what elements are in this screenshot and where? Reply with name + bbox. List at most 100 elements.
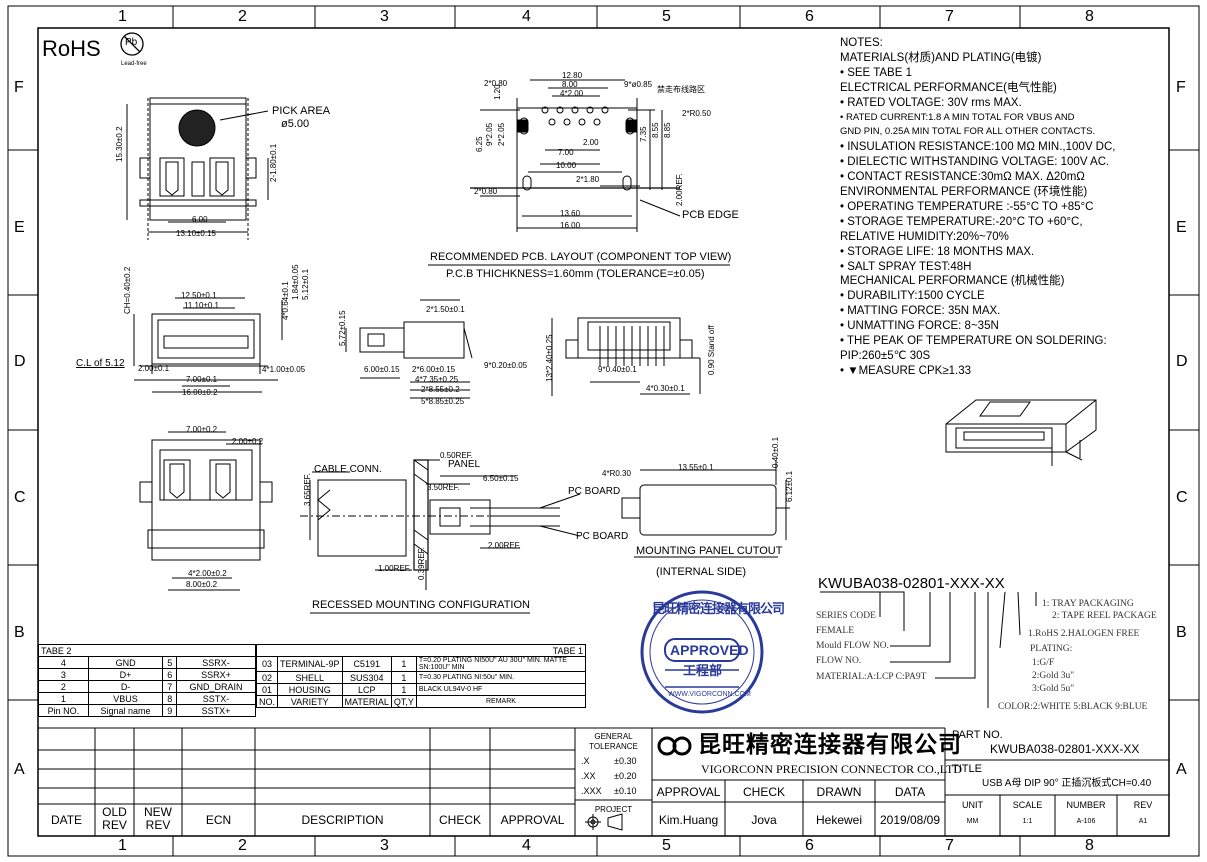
bottom-view: [139, 431, 273, 591]
dimension-f3: CH=0.40±0.2: [123, 266, 132, 314]
dimension-p16: 8.55: [651, 122, 660, 138]
pcb-edge-label: PCB EDGE: [682, 209, 739, 221]
tabe1-cell: TERMINAL-9P: [277, 656, 343, 672]
zone-col-bottom-3: 3: [380, 837, 389, 854]
zone-col-top-6: 6: [805, 8, 814, 25]
tol-label: .X: [581, 756, 590, 766]
panel-label: PANEL: [448, 459, 481, 470]
dimension-p13: 16.00: [560, 221, 581, 230]
rev-approval: APPROVAL: [500, 813, 565, 827]
dimension-b1: 7.00±0.2: [186, 425, 218, 434]
dimension-p5: 2*R0.50: [682, 109, 711, 118]
dimension-s6: 2*8.55±0.2: [421, 385, 460, 394]
dimension-f7: 2.00±0.1: [138, 364, 170, 373]
part-no-label: PART NO.: [952, 729, 1003, 741]
dimension-m4: 3.65REF.: [303, 473, 312, 506]
dimension-d1: 15.30±0.2: [115, 126, 124, 162]
pcb-layout: [428, 79, 730, 266]
note-line: RELATIVE HUMIDITY:20%~70%: [840, 230, 1009, 243]
sign-value: Kim.Huang: [658, 813, 719, 827]
zone-row-left-D: D: [14, 353, 26, 370]
note-line: • SALT SPRAY TEST:48H: [840, 260, 972, 273]
front-view: [133, 297, 283, 393]
tabe1-cell: 1: [390, 656, 417, 672]
zone-col-bottom-5: 5: [662, 837, 671, 854]
tabe1-cell: BLACK UL94V-0 HF: [415, 683, 587, 696]
tb-label: UNIT: [962, 800, 983, 810]
part-code-legend: FLOW NO.: [816, 656, 862, 666]
tabe2-cell: Signal name: [87, 704, 164, 717]
part-code-legend: 1:G/F: [1032, 658, 1055, 668]
dimension-r4: 0.90 Stand off: [707, 325, 716, 375]
tabe2-cell: D+: [87, 668, 164, 681]
tb-label: REV: [1133, 800, 1153, 810]
dimension-f10: 4*1.00±0.05: [262, 365, 306, 374]
tabe1-cell: SUS304: [341, 671, 392, 684]
part-code: KWUBA038-02801-XXX-XX: [818, 575, 1005, 592]
internal-side-label: (INTERNAL SIDE): [656, 566, 747, 578]
note-line: ELECTRICAL PERFORMANCE(电气性能): [840, 81, 1057, 94]
dimension-p19: 2.00REF.: [675, 173, 684, 206]
zone-col-top-2: 2: [238, 8, 247, 25]
dimension-c1: 4*R0.30: [602, 469, 631, 478]
dimension-p4: 9*ø0.85: [624, 80, 653, 89]
part-code-legend: COLOR:2:WHITE 5:BLACK 9:BLUE: [998, 702, 1148, 712]
zone-col-bottom-7: 7: [945, 837, 954, 854]
dimension-s2: 5.72±0.15: [338, 310, 347, 346]
pc-board-label-2: PC BOARD: [576, 531, 629, 542]
tabe2-cell: GND_DRAIN: [176, 680, 256, 693]
tabe2-cell: 9: [162, 704, 178, 717]
tb-value: 1:1: [1022, 818, 1033, 825]
side-view: [345, 299, 473, 399]
part-code-legend: MATERIAL:A:LCP C:PA9T: [816, 672, 927, 682]
tabe1-cell: LCP: [341, 683, 392, 696]
dimension-s4: 2*6.00±0.15: [412, 365, 456, 374]
tabe2-cell: SSTX-: [176, 692, 256, 705]
zone-row-right-E: E: [1176, 219, 1187, 236]
dimension-s7: 5*8.85±0.25: [421, 397, 465, 406]
part-code-legend: 2:Gold 3u": [1032, 671, 1075, 681]
tabe1-cell: REMARK: [415, 695, 587, 708]
zone-row-left-A: A: [14, 761, 25, 778]
title-value: USB A母 DIP 90° 正插沉板式CH=0.40: [982, 778, 1152, 789]
note-line: • STORAGE LIFE: 18 MONTHS MAX.: [840, 245, 1035, 258]
dimension-s3: 6.00±0.15: [364, 365, 400, 374]
approved-stamp: [640, 590, 764, 714]
tol-value: ±0.10: [614, 786, 637, 796]
dimension-p3: 4*2.00: [560, 89, 584, 98]
zone-col-top-7: 7: [945, 8, 954, 25]
tabe2-cell: 2: [38, 680, 89, 693]
tabe1-cell: 1: [390, 683, 417, 696]
tol-value: ±0.20: [614, 771, 637, 781]
zone-row-right-C: C: [1176, 489, 1188, 506]
tabe2-cell: 3: [38, 668, 89, 681]
projection-label: PROJECT: [594, 805, 633, 814]
zone-row-left-B: B: [14, 624, 25, 641]
recessed-mounting: [300, 459, 581, 614]
tabe2-cell: VBUS: [87, 692, 164, 705]
zone-col-bottom-6: 6: [805, 837, 814, 854]
dimension-p12: 13.60: [560, 209, 581, 218]
tb-value: A-106: [1076, 818, 1096, 825]
tabe2-cell: Pin NO.: [38, 704, 89, 717]
note-line: MECHANICAL PERFORMANCE (机械性能): [840, 275, 1065, 288]
dimension-m5: 2.00REF.: [488, 541, 521, 550]
title-block-grid: [38, 727, 1169, 837]
tabe1-cell: 01: [255, 683, 279, 696]
dimension-d3: 13.10±0.15: [176, 229, 216, 238]
dimension-s8: 9*0.20±0.05: [484, 361, 528, 370]
dimension-f8: 7.00±0.1: [186, 375, 218, 384]
iso-view: [945, 399, 1097, 466]
title-label: TITLE: [952, 763, 982, 775]
dimension-c4: 6.12±0.1: [785, 470, 794, 502]
stamp-approved: APPROVED: [670, 642, 749, 658]
dimension-m1: 0.50REF.: [440, 451, 473, 460]
zone-col-bottom-4: 4: [522, 837, 531, 854]
panel-cutout: [621, 460, 790, 558]
cable-conn-label: CABLE CONN.: [314, 464, 382, 475]
note-line: GND PIN, 0.25A MIN TOTAL FOR ALL OTHER C…: [840, 126, 1096, 138]
tb-label: NUMBER: [1066, 800, 1106, 810]
dimension-b4: 8.00±0.2: [186, 580, 218, 589]
